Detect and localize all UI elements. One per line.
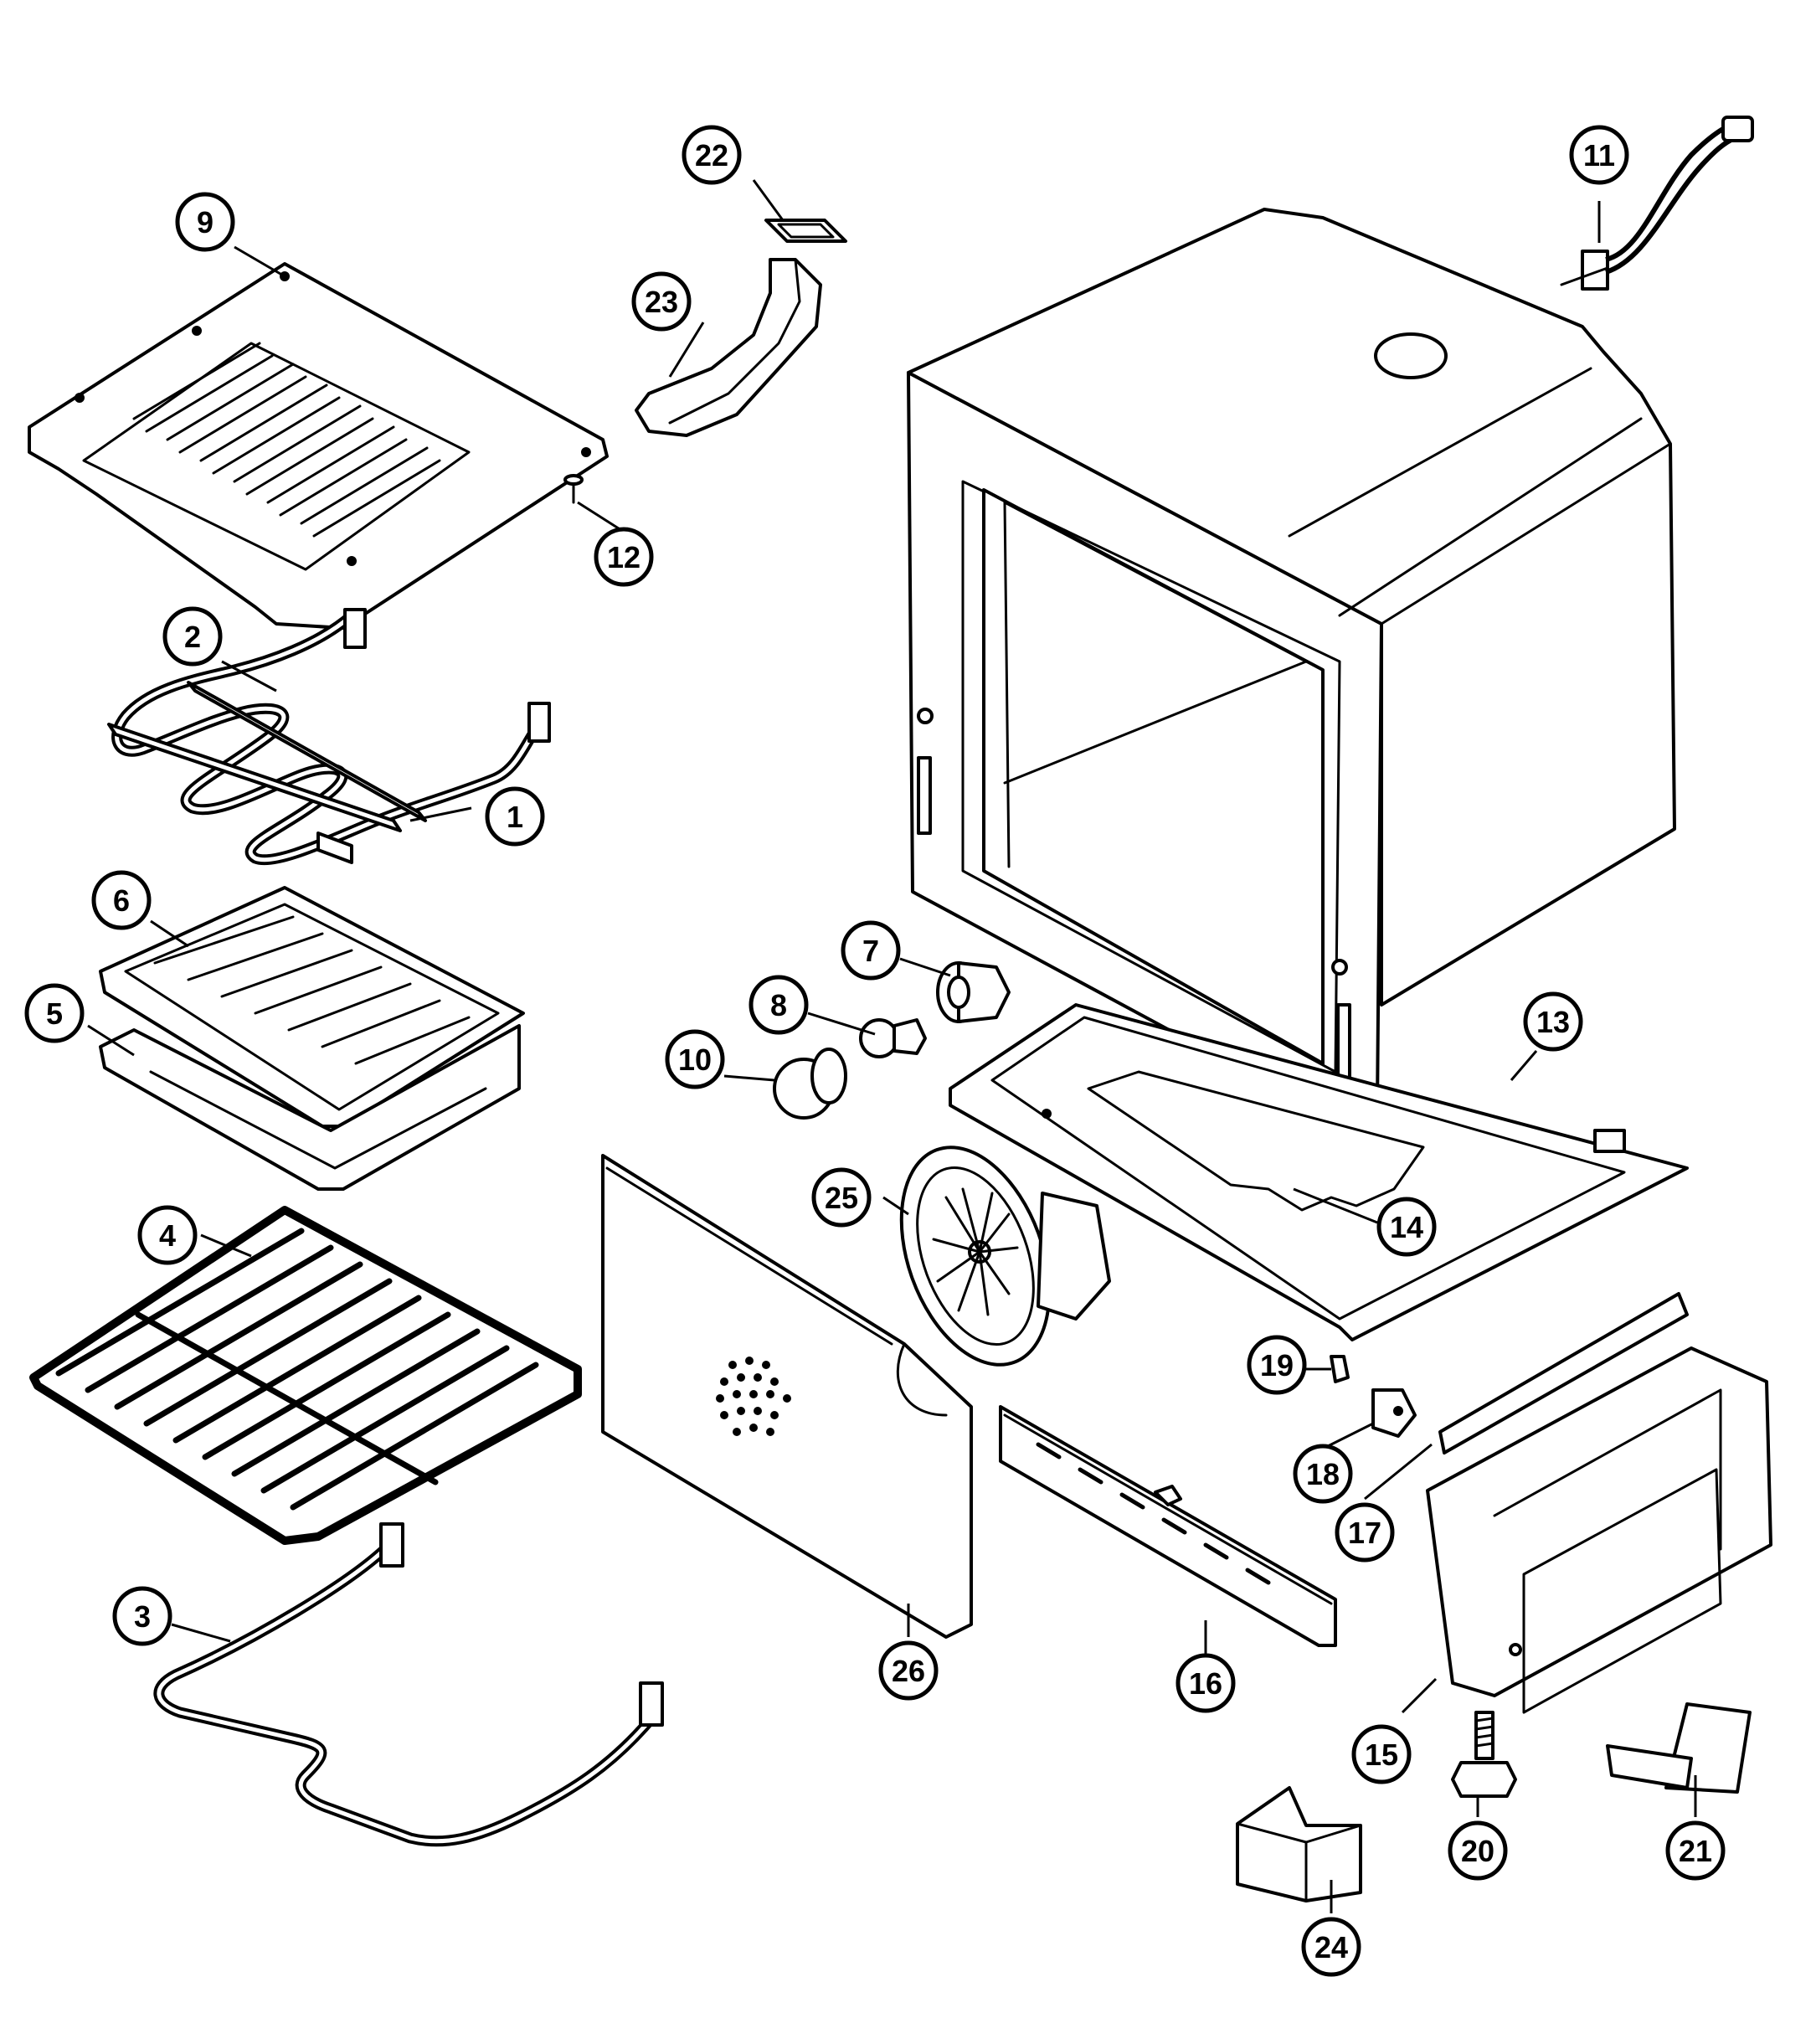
callout-2-label: 2 bbox=[184, 620, 201, 654]
callout-12-label: 12 bbox=[607, 540, 640, 574]
part-3-bake-element bbox=[153, 1522, 664, 1847]
part-22-plate bbox=[764, 219, 847, 243]
callout-15-label: 15 bbox=[1365, 1738, 1398, 1772]
part-21-anti-tip-bracket bbox=[1606, 1702, 1752, 1794]
callout-24: 24 bbox=[1301, 1917, 1361, 1977]
callout-13-label: 13 bbox=[1536, 1005, 1570, 1039]
callout-20: 20 bbox=[1448, 1820, 1508, 1881]
callout-10-label: 10 bbox=[678, 1043, 712, 1077]
callout-10: 10 bbox=[665, 1029, 725, 1089]
part-4-oven-rack bbox=[29, 1206, 582, 1545]
part-7-lamp-socket bbox=[936, 961, 1011, 1023]
callout-18: 18 bbox=[1293, 1444, 1353, 1504]
callout-3: 3 bbox=[112, 1586, 172, 1646]
callout-8-label: 8 bbox=[770, 988, 787, 1022]
callout-22: 22 bbox=[682, 125, 742, 185]
callout-17-label: 17 bbox=[1348, 1516, 1381, 1550]
callout-12: 12 bbox=[594, 527, 654, 587]
callout-14-label: 14 bbox=[1390, 1210, 1423, 1244]
part-19-screw bbox=[1330, 1355, 1350, 1383]
callout-7-label: 7 bbox=[862, 934, 879, 968]
callout-25: 25 bbox=[811, 1167, 872, 1228]
callout-1-label: 1 bbox=[507, 800, 523, 834]
part-15-housing bbox=[1426, 1346, 1772, 1714]
callout-5: 5 bbox=[24, 983, 85, 1043]
callout-16-label: 16 bbox=[1189, 1666, 1222, 1701]
callout-24-label: 24 bbox=[1314, 1930, 1348, 1964]
part-23-duct bbox=[635, 258, 822, 437]
callout-15: 15 bbox=[1351, 1724, 1412, 1784]
callout-13: 13 bbox=[1523, 991, 1583, 1052]
callout-25-label: 25 bbox=[825, 1181, 858, 1215]
callout-16: 16 bbox=[1176, 1653, 1236, 1713]
part-9-top-panel bbox=[28, 262, 609, 630]
part-11-sensor-harness bbox=[1560, 116, 1754, 291]
part-12-screw bbox=[563, 474, 584, 504]
callout-4: 4 bbox=[137, 1205, 198, 1265]
callout-1: 1 bbox=[485, 786, 545, 847]
callout-23-label: 23 bbox=[645, 285, 678, 319]
callout-9: 9 bbox=[175, 192, 235, 252]
callout-14: 14 bbox=[1376, 1197, 1437, 1257]
callout-6-label: 6 bbox=[113, 883, 130, 918]
part-5-broiler-pan bbox=[99, 1024, 521, 1191]
part-18-clip bbox=[1371, 1388, 1417, 1438]
leader-lines bbox=[87, 179, 1697, 1913]
callout-26: 26 bbox=[878, 1640, 939, 1701]
callout-19-label: 19 bbox=[1260, 1348, 1294, 1382]
part-10-lens bbox=[773, 1048, 847, 1120]
callout-18-label: 18 bbox=[1306, 1457, 1340, 1491]
oven-cavity bbox=[907, 208, 1676, 1128]
part-25-convection-fan bbox=[899, 1146, 1111, 1367]
callout-6: 6 bbox=[91, 870, 152, 930]
callout-19: 19 bbox=[1247, 1335, 1307, 1395]
callout-2: 2 bbox=[162, 606, 223, 667]
callout-26-label: 26 bbox=[892, 1654, 925, 1688]
part-24-cover-bracket bbox=[1236, 1786, 1362, 1902]
callout-17: 17 bbox=[1335, 1502, 1395, 1563]
callout-5-label: 5 bbox=[46, 996, 63, 1031]
callout-21: 21 bbox=[1665, 1820, 1726, 1881]
callout-22-label: 22 bbox=[695, 138, 728, 172]
part-16-vent-bracket bbox=[999, 1405, 1337, 1647]
part-20-leveling-leg bbox=[1451, 1711, 1517, 1798]
callout-21-label: 21 bbox=[1679, 1834, 1712, 1868]
part-13-bottom-tray bbox=[949, 1003, 1689, 1341]
callout-11: 11 bbox=[1569, 125, 1629, 185]
callout-11-label: 11 bbox=[1583, 138, 1615, 172]
callout-7: 7 bbox=[841, 920, 901, 981]
part-17-channel bbox=[1438, 1292, 1689, 1454]
part-1-element-support bbox=[107, 681, 427, 864]
callout-9-label: 9 bbox=[197, 205, 213, 239]
callout-20-label: 20 bbox=[1461, 1834, 1494, 1868]
part-26-rear-panel bbox=[601, 1154, 973, 1639]
callout-3-label: 3 bbox=[134, 1599, 151, 1634]
part-8-bulb bbox=[859, 1018, 927, 1058]
callout-4-label: 4 bbox=[159, 1218, 176, 1253]
callout-8: 8 bbox=[749, 975, 809, 1035]
part-14-insulation bbox=[1087, 1070, 1425, 1212]
callout-23: 23 bbox=[631, 271, 692, 332]
